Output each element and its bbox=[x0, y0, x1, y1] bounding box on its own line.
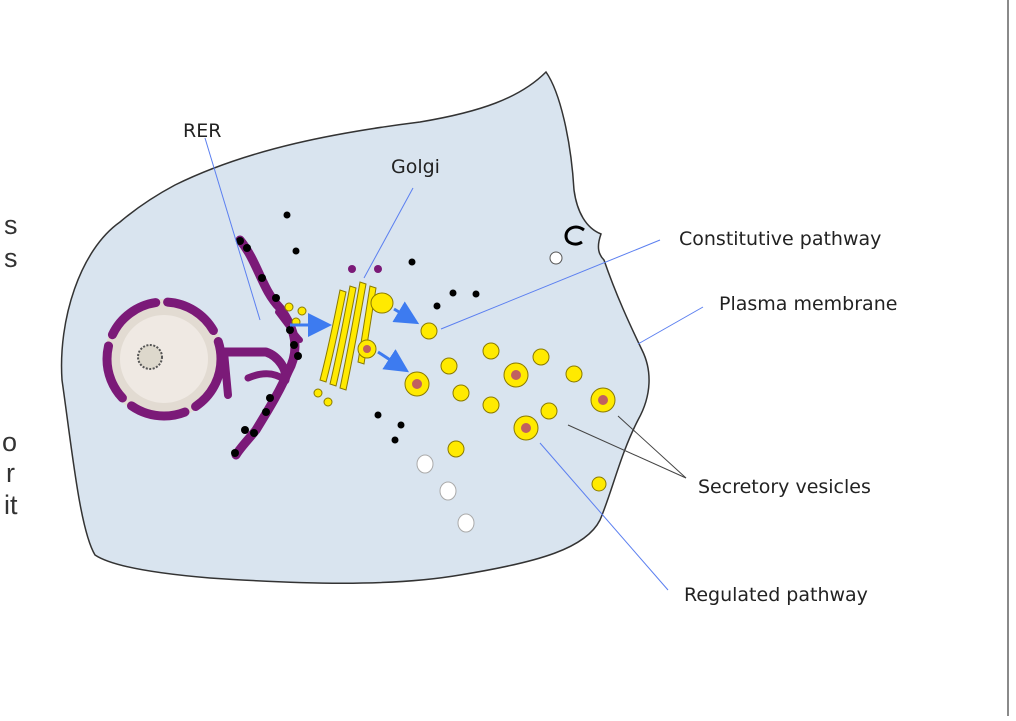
clipped-text-fragment: s bbox=[4, 243, 18, 273]
purple-dot bbox=[348, 265, 356, 273]
clipped-text-fragment: s bbox=[4, 210, 18, 240]
label-plasma-membrane: Plasma membrane bbox=[719, 293, 897, 315]
golgi-vesicle-core bbox=[363, 345, 371, 353]
golgi-apparatus bbox=[284, 281, 394, 407]
vesicle-cores bbox=[412, 370, 608, 433]
clipped-text-fragment: it bbox=[4, 490, 18, 520]
nucleus bbox=[102, 297, 226, 421]
empty-vesicles bbox=[416, 251, 563, 533]
clipped-text-fragment: o bbox=[2, 427, 18, 457]
secretory-leaders bbox=[567, 415, 687, 479]
clipped-text-fragment: r bbox=[6, 458, 15, 488]
label-constitutive-pathway: Constitutive pathway bbox=[679, 228, 881, 250]
leader-lines bbox=[204, 137, 704, 591]
transport-arrows bbox=[290, 301, 420, 373]
label-secretory-vesicles: Secretory vesicles bbox=[698, 476, 871, 498]
purple-dot bbox=[374, 265, 382, 273]
label-rer: RER bbox=[183, 120, 221, 142]
label-regulated-pathway: Regulated pathway bbox=[684, 584, 868, 606]
page-border bbox=[1007, 0, 1009, 716]
label-golgi: Golgi bbox=[391, 156, 440, 178]
ribosomes bbox=[231, 211, 480, 457]
exocytosis-pocket bbox=[564, 225, 585, 246]
